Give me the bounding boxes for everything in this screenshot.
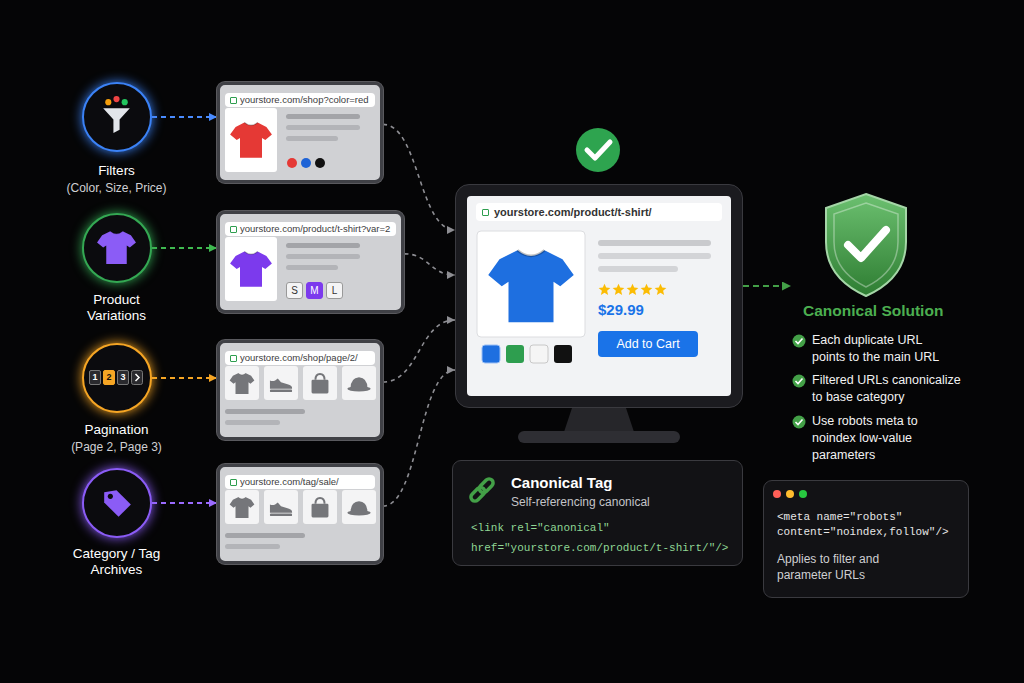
filter-icon-circle: Filters(Color, Size, Price): [82, 82, 152, 152]
monitor-base: [518, 431, 680, 443]
monitor-neck: [564, 408, 634, 432]
icon-label: Filters: [98, 163, 135, 179]
url-text: yourstore.com/product/t-shirt?var=2: [225, 222, 396, 236]
url-text: yourstore.com/shop?color=red: [225, 93, 375, 107]
panel-title: Canonical Tag: [511, 474, 612, 491]
connector-arrow: [152, 247, 217, 249]
checklist-bullets: [793, 335, 806, 429]
page-number: 3: [117, 370, 129, 385]
section-heading: Canonical Solution: [803, 302, 943, 320]
price-text: $29.99: [598, 301, 644, 318]
archive-icon-circle: Category / Tag Archives: [82, 468, 152, 538]
success-badge: [576, 128, 620, 172]
variation-icon-circle: Product Variations: [82, 213, 152, 283]
code-snippet: <meta name="robots" content="noindex,fol…: [777, 510, 961, 540]
connector-arrow: [152, 116, 217, 118]
browser-card: yourstore.com/tag/sale/: [217, 464, 383, 564]
browser-card: yourstore.com/product/t-shirt?var=2SML: [217, 211, 404, 313]
connector-arrow: [383, 320, 455, 382]
connector-arrow: [152, 377, 217, 379]
shield-badge: Canonical Solution: [791, 190, 951, 328]
browser-card: yourstore.com/shop/page/2/: [217, 340, 383, 440]
size-option: L: [326, 282, 343, 299]
note-text: Applies to filter and parameter URLs: [777, 551, 902, 583]
page-number: 2: [103, 370, 115, 385]
panel-subtitle: Self-referencing canonical: [511, 495, 650, 509]
tag-icon: [96, 482, 137, 523]
pagination-icon-circle: 123Pagination(Page 2, Page 3): [82, 343, 152, 413]
link-icon: [467, 475, 497, 505]
icon-label: Product Variations: [72, 292, 162, 324]
shirt-icon: [96, 226, 137, 267]
browser-card: yourstore.com/shop?color=red: [217, 82, 383, 183]
url-text: yourstore.com/product/t-shirt/: [476, 203, 722, 221]
url-text: yourstore.com/shop/page/2/: [225, 351, 375, 365]
icon-sublabel: (Page 2, Page 3): [71, 440, 162, 455]
connector-arrow: [404, 254, 455, 275]
icon-label: Category / Tag Archives: [62, 546, 172, 578]
shield-icon: [820, 190, 912, 300]
connector-arrow: [743, 285, 791, 287]
window-dots: [772, 489, 822, 499]
code-panel: <meta name="robots" content="noindex,fol…: [763, 480, 969, 598]
checklist-item: Filtered URLs canonicalize to base categ…: [812, 372, 967, 406]
next-page-icon: [131, 370, 143, 385]
cart-button: Add to Cart: [598, 331, 698, 357]
icon-label: Pagination: [85, 422, 149, 438]
checklist-item: Use robots meta to noindex low-value par…: [812, 413, 932, 464]
code-panel: Canonical TagSelf-referencing canonical <…: [452, 460, 743, 566]
product-monitor: yourstore.com/product/t-shirt/ $29.99Add …: [455, 184, 743, 408]
size-option: S: [286, 282, 303, 299]
page-number: 1: [89, 370, 101, 385]
funnel-icon: [96, 95, 137, 136]
code-snippet: <link rel="canonical" href="yourstore.co…: [471, 518, 735, 558]
icon-sublabel: (Color, Size, Price): [66, 181, 166, 196]
url-text: yourstore.com/tag/sale/: [225, 475, 375, 489]
connector-arrow: [152, 502, 217, 504]
checklist-item: Each duplicate URL points to the main UR…: [812, 332, 952, 366]
check-mark: [587, 142, 610, 158]
button-label: Add to Cart: [616, 337, 679, 351]
connector-arrow: [383, 370, 455, 506]
size-option: M: [306, 282, 323, 299]
